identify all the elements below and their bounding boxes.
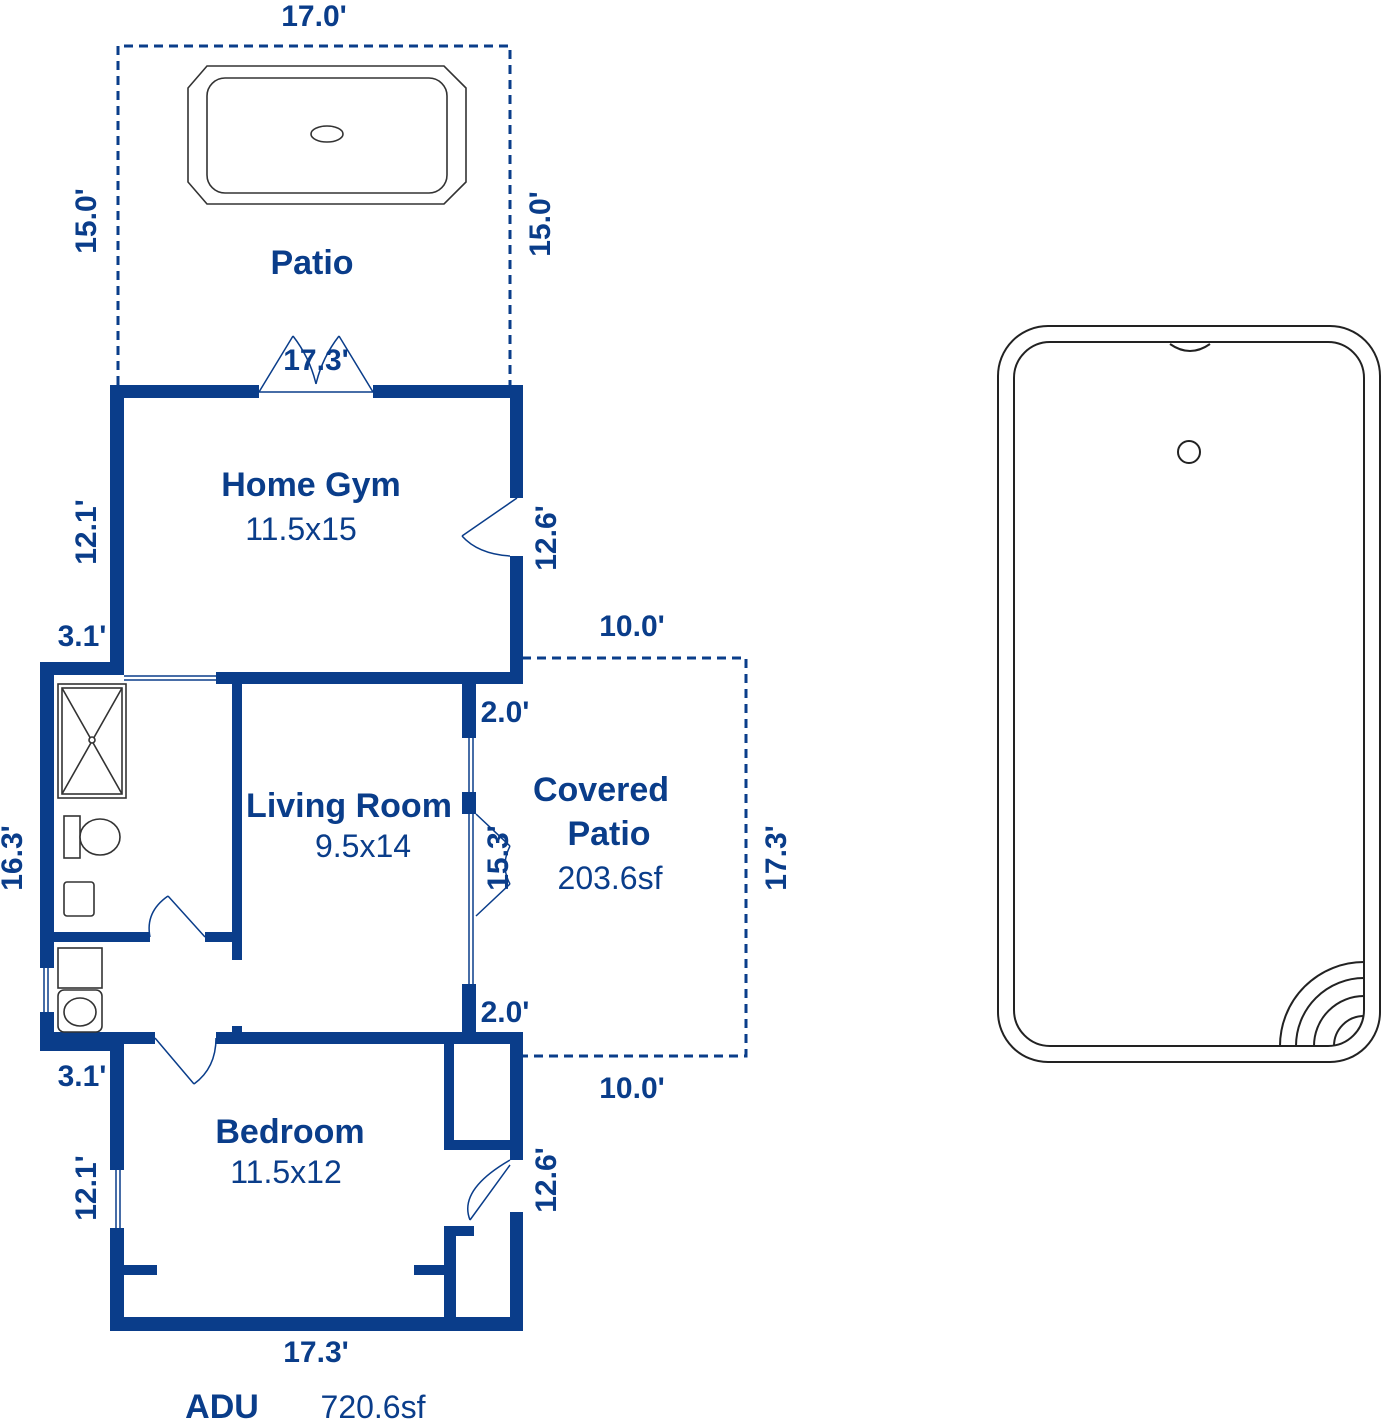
- dim-bath-top: 3.1': [58, 620, 107, 653]
- patio-area: [116, 44, 512, 385]
- pool: [997, 325, 1381, 1063]
- dim-bath-bottom: 3.1': [58, 1060, 107, 1093]
- dim-gym-top: 17.3': [283, 344, 349, 377]
- covered-patio-label-1: Covered: [533, 771, 669, 809]
- dim-covered-right: 17.3': [760, 825, 793, 891]
- dim-bath-left: 16.3': [0, 825, 29, 891]
- dim-bed-left: 12.1': [70, 1155, 103, 1221]
- dim-wall-upper: 2.0': [481, 696, 530, 729]
- dim-covered-bottom: 10.0': [599, 1072, 665, 1105]
- living-room-label: Living Room: [246, 787, 452, 825]
- dim-wall-lower: 2.0': [481, 996, 530, 1029]
- patio-label: Patio: [270, 244, 353, 282]
- dim-gym-left: 12.1': [70, 499, 103, 565]
- covered-patio-outline: [522, 656, 748, 1058]
- doors-windows: [43, 335, 518, 1228]
- dim-patio-left: 15.0': [70, 188, 103, 254]
- walls: [40, 385, 523, 1331]
- home-gym-label: Home Gym: [221, 466, 401, 504]
- bedroom-size: 11.5x12: [230, 1154, 342, 1190]
- bedroom-label: Bedroom: [215, 1113, 364, 1151]
- dim-gym-right: 12.6': [530, 505, 563, 571]
- dim-patio-top: 17.0': [281, 0, 347, 33]
- bathroom-fixtures: [57, 683, 127, 1033]
- covered-patio-area: 203.6sf: [558, 860, 663, 896]
- summary-label: ADU: [185, 1388, 259, 1420]
- summary-area: 720.6sf: [321, 1389, 426, 1420]
- hot-tub: [187, 65, 467, 205]
- home-gym-size: 11.5x15: [245, 511, 357, 547]
- dim-living-right: 15.3': [482, 825, 515, 891]
- dim-covered-top: 10.0': [599, 610, 665, 643]
- living-room-size: 9.5x14: [315, 828, 411, 864]
- dim-bed-bottom: 17.3': [283, 1336, 349, 1369]
- dim-patio-right: 15.0': [524, 191, 557, 257]
- covered-patio-label-2: Patio: [567, 815, 650, 853]
- dim-bed-right: 12.6': [530, 1147, 563, 1213]
